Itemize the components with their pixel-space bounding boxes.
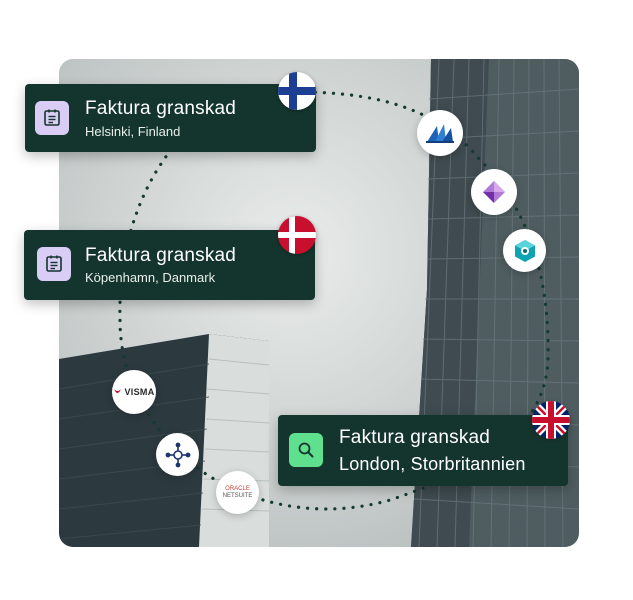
dynamics-logo-icon [417,110,463,156]
invoice-card-london: Faktura granskad London, Storbritannien [278,415,568,486]
finland-flag-icon [278,72,316,110]
denmark-flag-icon [278,216,316,254]
card-title: Faktura granskad [85,245,237,266]
card-location: London, Storbritannien [339,454,526,474]
invoice-card-copenhagen: Faktura granskad Köpenhamn, Danmark [24,230,315,300]
netsuite-label: NETSUITE [222,492,253,499]
business-central-logo-icon [503,229,546,272]
card-title: Faktura granskad [85,98,237,119]
oracle-label: ORACLE [225,485,250,492]
power-apps-logo-icon [471,169,517,215]
hub-network-icon [156,433,199,476]
search-icon [289,433,323,467]
document-icon [35,101,69,135]
united-kingdom-flag-icon [532,401,570,439]
oracle-netsuite-logo-icon: ORACLE NETSUITE [216,471,259,514]
card-title: Faktura granskad [339,427,491,448]
card-location: Köpenhamn, Danmark [85,270,216,285]
visma-label: VISMA [124,387,155,397]
document-icon [37,247,71,281]
invoice-card-helsinki: Faktura granskad Helsinki, Finland [25,84,316,152]
visma-logo-icon: VISMA [112,370,156,414]
card-location: Helsinki, Finland [85,124,181,139]
